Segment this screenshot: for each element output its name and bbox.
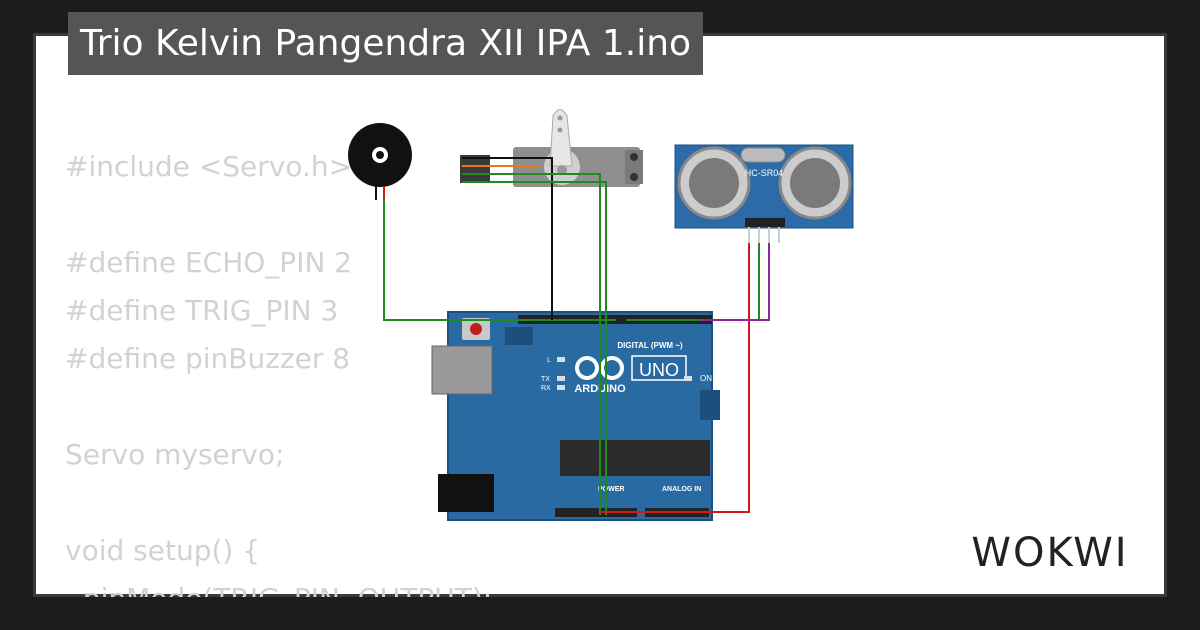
arduino-logo — [575, 356, 624, 380]
status-leds — [557, 357, 692, 390]
wokwi-logo-text: WOKWI — [971, 530, 1128, 576]
wires — [383, 157, 770, 515]
project-title: Trio Kelvin Pangendra XII IPA 1.ino — [68, 12, 704, 75]
power-jack — [438, 474, 494, 512]
l-led-label: L — [547, 357, 551, 364]
digital-label: DIGITAL (PWM ~) — [617, 341, 683, 350]
piezo-buzzer[interactable] — [348, 123, 412, 200]
usb-port — [431, 345, 493, 395]
code-listing: #include <Servo.h> #define ECHO_PIN 2 #def… — [65, 143, 492, 597]
code-line: void setup() { — [65, 534, 261, 567]
tx-led-label: TX — [541, 376, 550, 383]
code-line: pinMode(TRIG_PIN, OUTPUT); — [65, 575, 492, 597]
code-line: Servo myservo; — [65, 438, 285, 471]
code-line: #include <Servo.h> — [65, 150, 353, 183]
sensor-label: HC-SR04 — [745, 168, 784, 178]
analog-label: ANALOG IN — [662, 486, 701, 493]
code-line: #define pinBuzzer 8 — [65, 342, 351, 375]
microcontroller-chip — [560, 440, 710, 476]
power-label: POWER — [598, 486, 624, 493]
code-line: #define ECHO_PIN 2 — [65, 246, 353, 279]
arduino-uno-board[interactable]: UNO ARDUINO DIGITAL (PWM ~) ON L TX RX P… — [431, 311, 720, 521]
code-line: #define TRIG_PIN 3 — [65, 294, 339, 327]
on-label: ON — [700, 374, 712, 383]
rx-led-label: RX — [541, 385, 551, 392]
wokwi-logo: WOKWI — [940, 490, 1160, 585]
power-header — [555, 508, 637, 517]
hc-sr04-sensor[interactable]: HC-SR04 — [674, 144, 854, 243]
icsp-header — [505, 327, 720, 420]
code-preview: #include <Servo.h> #define ECHO_PIN 2 #def… — [33, 33, 1167, 597]
board-model-label: UNO — [639, 360, 679, 380]
